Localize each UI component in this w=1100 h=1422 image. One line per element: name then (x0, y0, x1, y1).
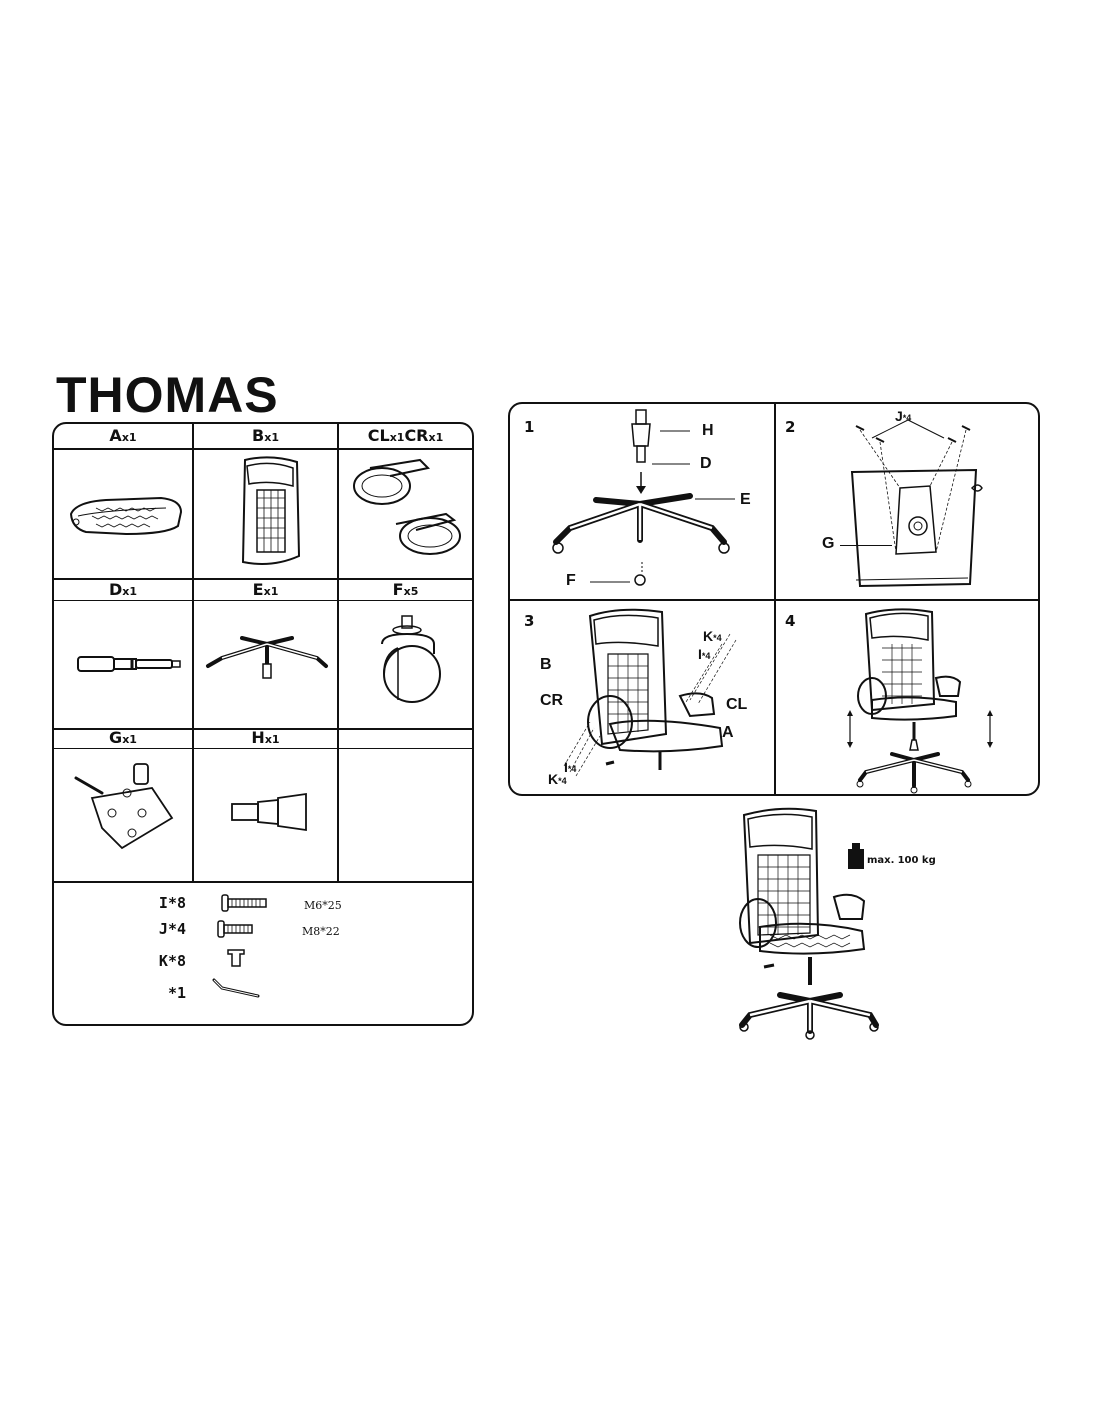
seat-icon (69, 496, 183, 536)
parts-list-panel: Ax1 Bx1 CLx1CRx1 Dx1 Ex1 Fx5 Gx1 Hx1 (52, 422, 474, 1026)
armrests-icon (353, 458, 461, 555)
step3-callout-b: B (540, 656, 552, 673)
step-number-4: 4 (785, 612, 796, 630)
product-title: THOMAS (56, 367, 279, 423)
step1-callout-d: D (700, 455, 712, 472)
star-base-icon (206, 636, 328, 679)
part-label-cl-cr: CLx1CRx1 (367, 426, 444, 445)
assembly-steps-panel: 1 2 3 4 H D E F J*4 G (508, 402, 1040, 796)
hardware-label-j: J*4 (158, 920, 186, 938)
step3-callout-k-top: K*4 (703, 628, 722, 644)
step3-callout-i-bottom: I*4 (564, 759, 577, 775)
hardware-label-i: I*8 (158, 894, 186, 912)
bolt-short-icon (217, 920, 253, 938)
step3-callout-i-top: I*4 (698, 646, 711, 662)
part-label-e: Ex1 (252, 580, 279, 599)
step3-callout-a: A (722, 724, 734, 741)
cover-icon (231, 792, 307, 832)
hardware-size-j: M8*22 (302, 925, 340, 938)
step1-callout-f: F (566, 572, 576, 589)
step1-callout-e: E (740, 491, 751, 508)
bolt-long-icon (221, 894, 267, 912)
hardware-label-key: *1 (167, 984, 186, 1002)
part-label-f: Fx5 (392, 580, 419, 599)
step3-callout-cr: CR (540, 692, 564, 709)
allen-key-icon (212, 978, 260, 998)
step1-base-assembly-icon (552, 409, 735, 586)
step3-callout-k-bottom: K*4 (548, 771, 567, 787)
step-number-1: 1 (524, 418, 535, 436)
hardware-size-i: M6*25 (304, 899, 342, 912)
parts-grid: Ax1 Bx1 CLx1CRx1 Dx1 Ex1 Fx5 Gx1 Hx1 (54, 424, 472, 883)
gas-lift-icon (77, 656, 181, 672)
step4-height-adjust-icon (847, 608, 993, 794)
part-label-h: Hx1 (251, 728, 280, 747)
step-number-2: 2 (785, 418, 796, 436)
part-label-a: Ax1 (109, 426, 137, 445)
backrest-icon (241, 456, 301, 565)
washer-icon (227, 949, 245, 967)
step3-callout-cl: CL (726, 696, 748, 713)
step-number-3: 3 (524, 612, 535, 630)
step2-callout-j: J*4 (895, 408, 912, 424)
weight-icon (848, 843, 864, 869)
caster-icon (381, 615, 441, 703)
part-label-d: Dx1 (108, 580, 138, 599)
max-load-label: max. 100 kg (867, 855, 936, 866)
step2-seat-underside-icon (850, 419, 983, 588)
part-label-g: Gx1 (109, 728, 137, 747)
step3-chair-assembly-icon (563, 608, 737, 777)
mechanism-icon (74, 763, 174, 850)
hardware-label-k: K*8 (158, 952, 186, 970)
step2-callout-g: G (822, 535, 835, 552)
part-label-b: Bx1 (252, 426, 279, 445)
finished-chair-icon (739, 807, 879, 1040)
step1-callout-h: H (702, 422, 714, 439)
